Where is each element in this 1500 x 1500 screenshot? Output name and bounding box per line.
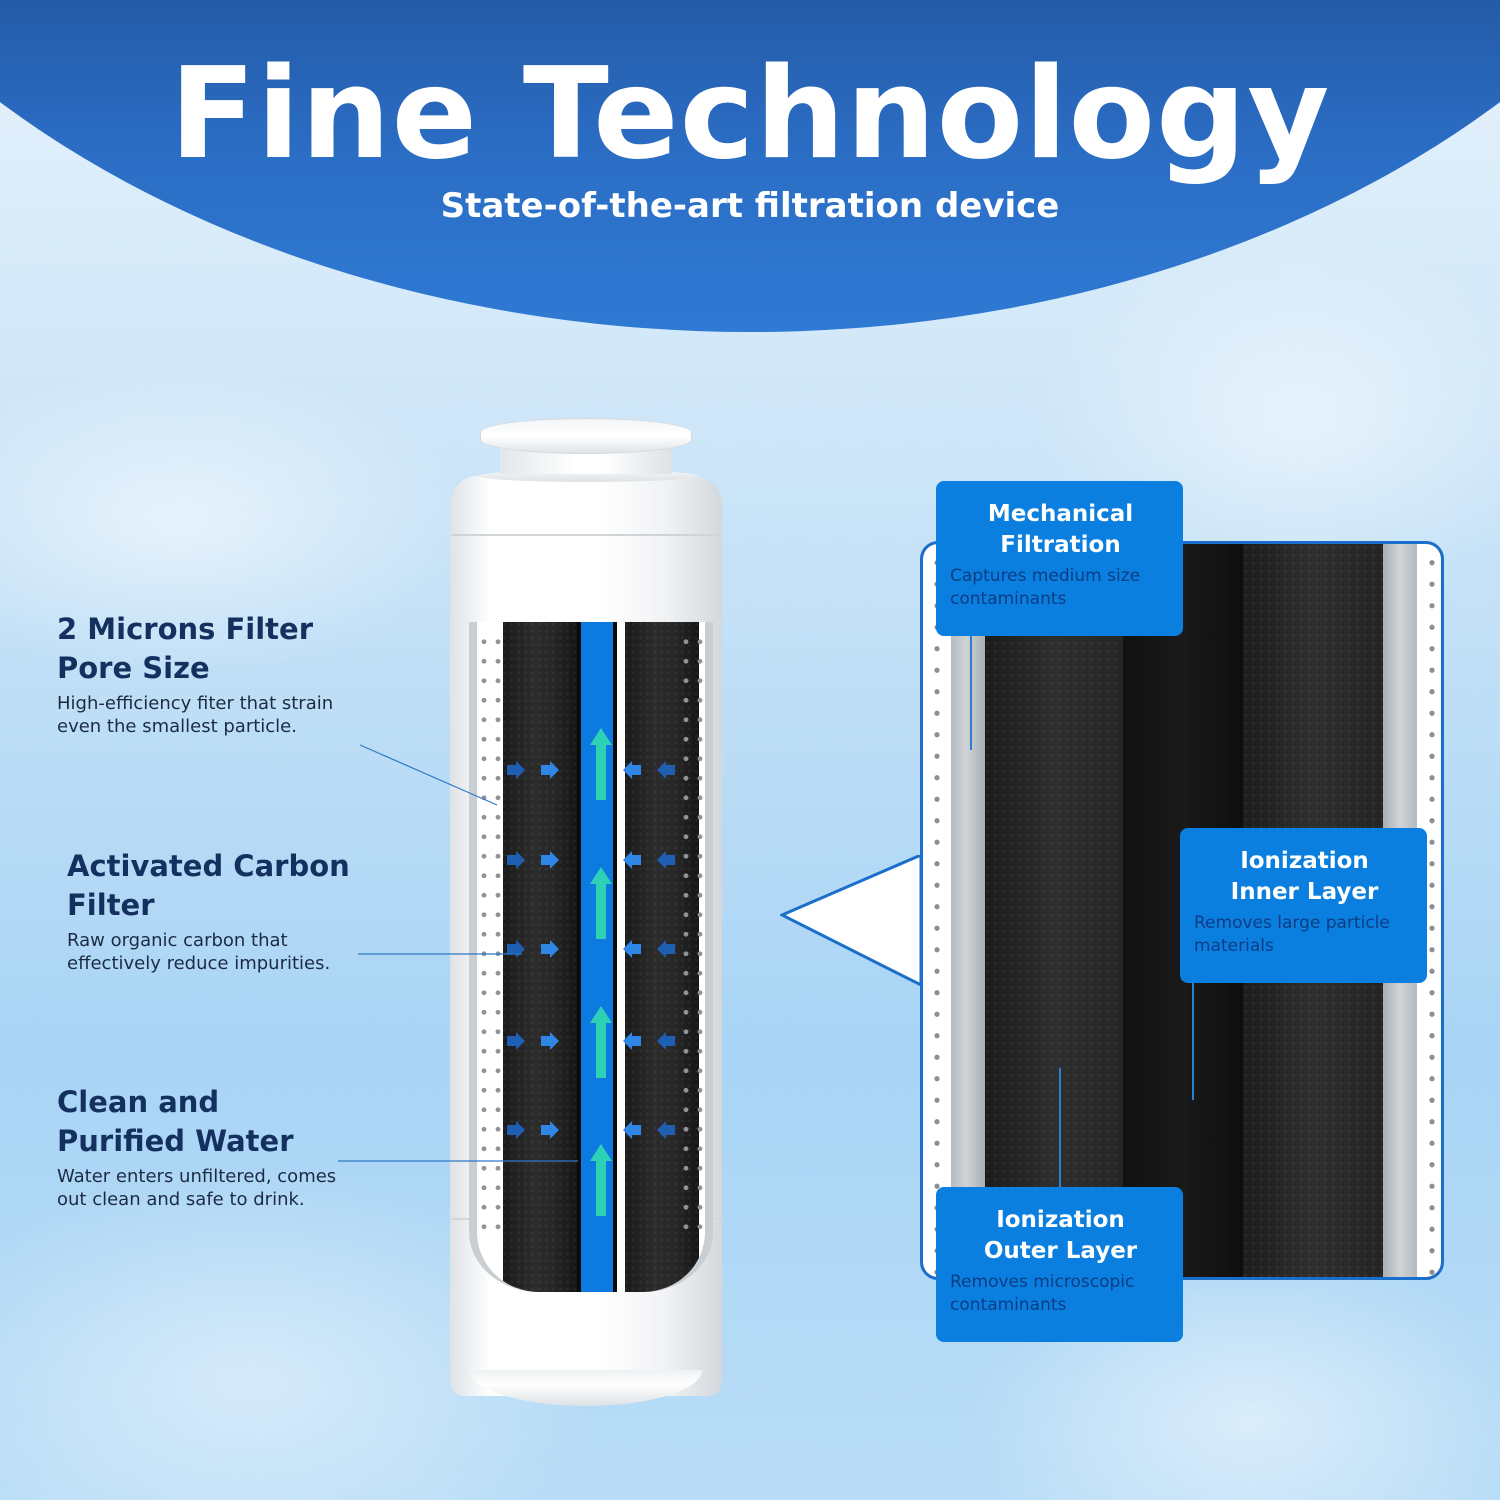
layer-label-inner: Ionization Inner Layer Removes large par… <box>1180 828 1427 983</box>
layer-desc-line: Removes microscopic <box>950 1272 1135 1292</box>
layer-desc: Removes large particle materials <box>1194 912 1415 958</box>
feature-purified-water: Clean and Purified Water Water enters un… <box>57 1083 336 1211</box>
feature-desc: Water enters unfiltered, comes out clean… <box>57 1165 336 1211</box>
layer-desc: Captures medium size contaminants <box>950 565 1171 611</box>
carbon-layer-left <box>503 622 577 1292</box>
layer-title: Ionization Outer Layer <box>950 1205 1171 1267</box>
feature-title-line: Clean and <box>57 1085 220 1119</box>
feature-desc-line: Raw organic carbon that <box>67 930 288 951</box>
perforated-shell-right <box>1417 544 1441 1277</box>
feature-desc-line: out clean and safe to drink. <box>57 1189 305 1210</box>
carbon-outer-strip <box>985 544 1123 1277</box>
feature-carbon-filter: Activated Carbon Filter Raw organic carb… <box>67 847 350 975</box>
callout-pointer <box>780 855 925 988</box>
perforation-dots <box>683 632 689 1232</box>
feature-title-line: Purified Water <box>57 1124 294 1158</box>
layer-title-line: Inner Layer <box>1230 879 1379 905</box>
perforation-dots <box>697 632 703 1232</box>
layer-title-line: Ionization <box>996 1207 1125 1233</box>
perforated-shell-left <box>923 544 951 1277</box>
filter-cutaway <box>469 622 713 1292</box>
feature-desc-line: effectively reduce impurities. <box>67 953 331 974</box>
layer-desc-line: Removes large particle <box>1194 913 1390 933</box>
feature-title-line: Activated Carbon <box>67 849 350 883</box>
feature-desc-line: even the smallest particle. <box>57 716 297 737</box>
feature-desc-line: High-efficiency fiter that strain <box>57 693 334 714</box>
layer-title: Ionization Inner Layer <box>1194 846 1415 908</box>
feature-desc: High-efficiency fiter that strain even t… <box>57 692 333 738</box>
layer-detail-panel <box>920 541 1444 1280</box>
water-core-channel <box>577 622 617 1292</box>
layer-desc-line: Captures medium size <box>950 566 1141 586</box>
layer-desc-line: materials <box>1194 936 1274 956</box>
feature-desc-line: Water enters unfiltered, comes <box>57 1166 337 1187</box>
feature-title: Clean and Purified Water <box>57 1083 336 1161</box>
up-arrow-icon <box>590 1144 612 1216</box>
feature-title-line: Pore Size <box>57 651 210 685</box>
layer-label-mechanical: Mechanical Filtration Captures medium si… <box>936 481 1183 636</box>
up-arrow-icon <box>590 1006 612 1078</box>
feature-pore-size: 2 Microns Filter Pore Size High-efficien… <box>57 610 333 738</box>
connector-line <box>1059 1068 1061 1188</box>
layer-desc-line: contaminants <box>950 589 1067 609</box>
perforation-dots <box>495 632 501 1232</box>
filter-cartridge-cap <box>480 418 692 454</box>
layer-title-line: Filtration <box>1000 532 1121 558</box>
up-arrow-icon <box>590 728 612 800</box>
feature-title-line: Filter <box>67 888 155 922</box>
up-arrow-icon <box>590 867 612 939</box>
layer-title-line: Ionization <box>1240 848 1369 874</box>
layer-label-outer: Ionization Outer Layer Removes microscop… <box>936 1187 1183 1342</box>
layer-title-line: Mechanical <box>987 501 1134 527</box>
layer-desc: Removes microscopic contaminants <box>950 1271 1171 1317</box>
feature-title-line: 2 Microns Filter <box>57 612 314 646</box>
layer-title-line: Outer Layer <box>983 1238 1138 1264</box>
page-subtitle: State-of-the-art filtration device <box>440 186 1060 226</box>
mesh-strip-left <box>951 544 985 1277</box>
page-title: Fine Technology <box>169 40 1331 187</box>
layer-title: Mechanical Filtration <box>950 499 1171 561</box>
perforation-dots <box>481 632 487 1232</box>
connector-line <box>970 634 972 750</box>
feature-title: Activated Carbon Filter <box>67 847 350 925</box>
layer-desc-line: contaminants <box>950 1295 1067 1315</box>
cartridge-seam <box>451 534 721 536</box>
feature-title: 2 Microns Filter Pore Size <box>57 610 333 688</box>
connector-line <box>1192 980 1194 1100</box>
feature-desc: Raw organic carbon that effectively redu… <box>67 929 350 975</box>
